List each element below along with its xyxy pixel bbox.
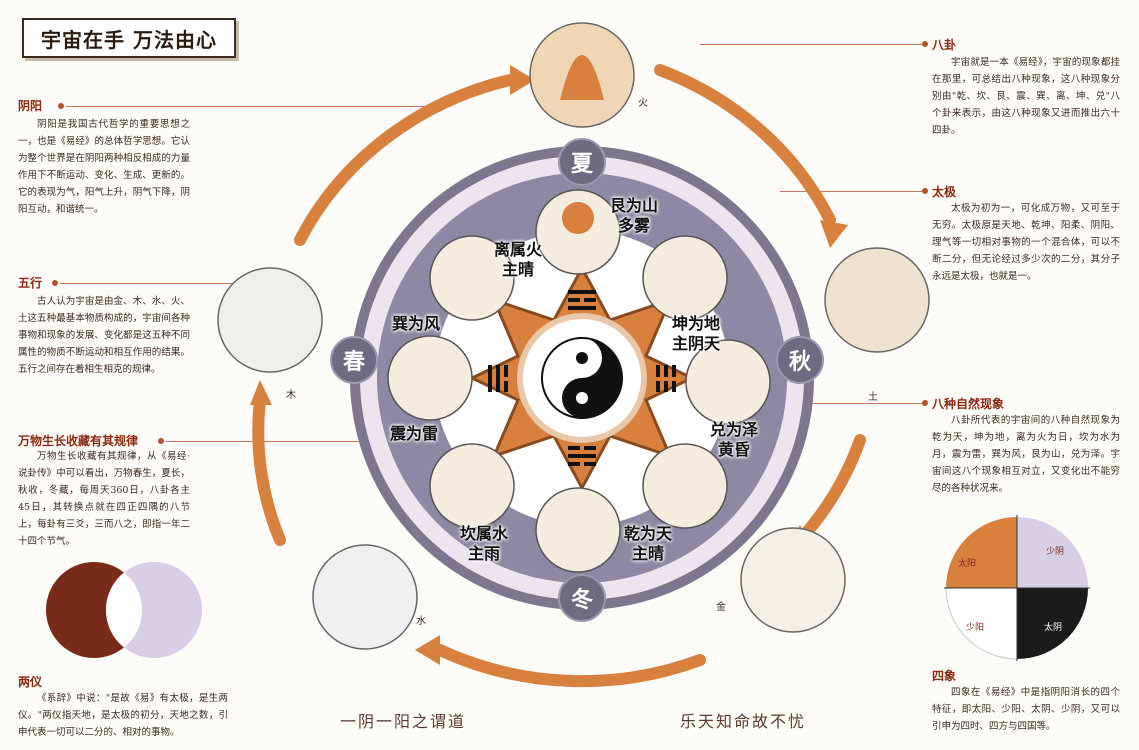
ziran-leader bbox=[740, 403, 922, 404]
wuxing-leader bbox=[60, 283, 240, 284]
sixiang-title: 四象 bbox=[932, 669, 957, 683]
wuxing-title: 五行 bbox=[18, 276, 43, 290]
season-autumn: 秋 bbox=[776, 336, 824, 384]
sixiang-taiyang-label: 太阳 bbox=[958, 559, 977, 569]
bagua-diagram bbox=[217, 22, 930, 688]
growth-bullet bbox=[158, 438, 164, 444]
sixiang-shaoyang-quadrant bbox=[945, 587, 1018, 660]
hex-kan-label: 坎属水主雨 bbox=[460, 524, 509, 563]
element-fire-label: 火 bbox=[638, 98, 648, 109]
liangyi-overlap bbox=[105, 572, 143, 648]
growth-title: 万物生长收藏有其规律 bbox=[18, 434, 139, 448]
element-earth-label: 土 bbox=[868, 392, 878, 403]
yinyang-symbol bbox=[541, 337, 623, 419]
liangyi-title: 两仪 bbox=[18, 675, 43, 689]
bagua-body: 宇宙就是一本《易经》，宇宙的现象都挂在那里，可总结出八种现象，这八种现象分别由"… bbox=[932, 57, 1120, 136]
hex-kun-label: 坤为地主阴天 bbox=[672, 314, 721, 353]
bagua-leader bbox=[700, 44, 922, 45]
sixiang-shaoyin-quadrant bbox=[1017, 517, 1088, 588]
hex-li-label: 离属火主晴 bbox=[494, 240, 543, 279]
hex-qian-label: 乾为天主晴 bbox=[624, 524, 673, 563]
growth-body: 万物生长收藏有其规律，从《易经·说卦传》中可以看出，万物春生，夏长，秋收，冬藏，… bbox=[18, 451, 190, 547]
sun-icon bbox=[562, 202, 594, 234]
ziran-body: 八卦所代表的宇宙间的八种自然现象为乾为天，坤为地，离为火为日，坎为水为月，震为雷… bbox=[932, 415, 1120, 494]
ziran-bullet bbox=[922, 400, 928, 406]
wuxing-body: 古人认为宇宙是由金、木、水、火、土这五种最基本物质构成的，宇宙间各种事物和现象的… bbox=[18, 296, 190, 375]
cycle-arrows bbox=[252, 64, 866, 688]
sixiang-shaoyang-label: 少阳 bbox=[966, 623, 985, 633]
taiji-bullet bbox=[922, 188, 928, 194]
sixiang-shaoyin-label: 少阴 bbox=[1046, 547, 1065, 557]
yinyang-bullet bbox=[58, 103, 64, 109]
wuxing-bullet bbox=[52, 280, 58, 286]
bottom-right-caption: 乐天知命故不忧 bbox=[680, 712, 807, 731]
hex-xun-label: 巽为风 bbox=[392, 314, 441, 333]
hex-gen-label: 艮为山多雾 bbox=[610, 196, 659, 235]
element-water-label: 水 bbox=[416, 616, 426, 627]
sixiang-taiyin-quadrant bbox=[1017, 588, 1088, 659]
element-circles bbox=[217, 22, 930, 650]
yinyang-leader bbox=[66, 106, 426, 107]
element-wood-label: 木 bbox=[286, 390, 296, 401]
sixiang-chart bbox=[944, 515, 1090, 661]
cycle-arrowheads bbox=[250, 65, 848, 665]
taiji-title: 太极 bbox=[932, 185, 957, 199]
yinyang-body: 阴阳是我国古代哲学的重要思想之一，也是《易经》的总体哲学思想。它认为整个世界是在… bbox=[18, 119, 190, 215]
yinyang-title: 阴阳 bbox=[18, 99, 43, 113]
season-summer: 夏 bbox=[558, 138, 606, 186]
growth-leader bbox=[166, 441, 366, 442]
sixiang-taiyin-label: 太阴 bbox=[1044, 623, 1063, 633]
ziran-title: 八种自然现象 bbox=[932, 397, 1005, 411]
bottom-left-caption: 一阴一阳之谓道 bbox=[340, 712, 467, 731]
taiji-leader bbox=[780, 191, 922, 192]
season-winter: 冬 bbox=[558, 574, 606, 622]
bagua-title: 八卦 bbox=[932, 38, 957, 52]
element-metal-label: 金 bbox=[716, 602, 726, 613]
taiji-body: 太极为初为一，可化成万物，又可至于无穷。太极原是天地、乾坤、阳柔、阴阳、理气等一… bbox=[932, 203, 1120, 282]
hex-zhen-label: 震为雷 bbox=[390, 424, 439, 443]
sixiang-taiyang-quadrant bbox=[946, 517, 1017, 588]
page-title: 宇宙在手 万法由心 bbox=[22, 18, 236, 58]
liangyi-circles bbox=[46, 562, 202, 658]
liangyi-body: 《系辞》中说："是故《易》有太极，是生两仪。"两仪指天地，是太极的初分，天地之数… bbox=[18, 693, 228, 738]
trigrams bbox=[488, 290, 676, 466]
phenomena-circles bbox=[387, 189, 771, 573]
hex-dui-label: 兑为泽黄昏 bbox=[710, 420, 759, 459]
bagua-bullet bbox=[922, 41, 928, 47]
fire-flame-icon bbox=[560, 55, 604, 100]
season-spring: 春 bbox=[330, 336, 378, 384]
sixiang-body: 四象在《易经》中是指阴阳消长的四个特征，即太阳、少阳、太阴、少阴，又可以引申为四… bbox=[932, 687, 1120, 732]
